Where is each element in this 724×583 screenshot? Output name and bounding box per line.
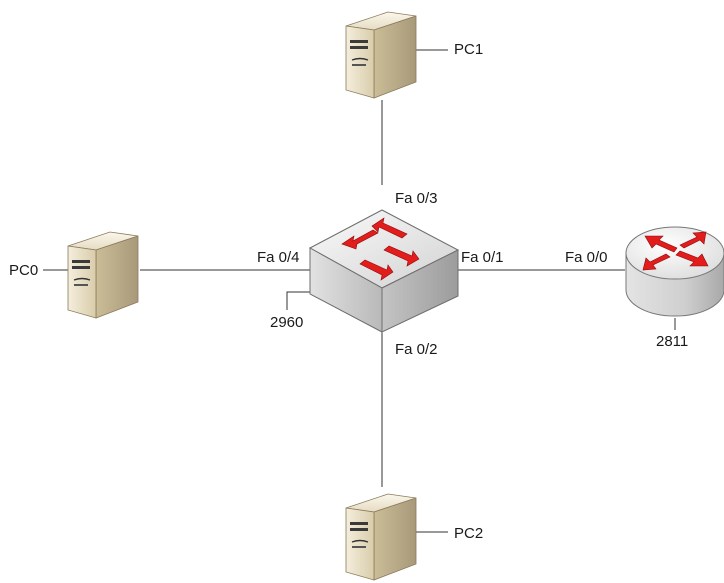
leader-2960 — [286, 291, 313, 310]
pc0-icon[interactable] — [67, 231, 139, 319]
switch-arrows-icon — [341, 217, 420, 281]
router-arrows-icon — [642, 231, 709, 271]
switch-label: 2960 — [270, 314, 303, 331]
switch-icon[interactable] — [308, 209, 460, 333]
pc0-label: PC0 — [9, 262, 38, 279]
pc1-icon[interactable] — [345, 11, 417, 99]
port-label-router-switch: Fa 0/0 — [565, 249, 608, 266]
pc2-label: PC2 — [454, 525, 483, 542]
router-label: 2811 — [656, 333, 688, 350]
router-icon[interactable] — [625, 226, 724, 317]
port-label-switch-pc1: Fa 0/3 — [395, 190, 438, 207]
pc2-icon[interactable] — [345, 493, 417, 581]
port-label-switch-pc0: Fa 0/4 — [257, 249, 300, 266]
links — [43, 49, 676, 533]
pc1-label: PC1 — [454, 41, 483, 58]
port-label-switch-router: Fa 0/1 — [461, 249, 504, 266]
port-label-switch-pc2: Fa 0/2 — [395, 341, 438, 358]
